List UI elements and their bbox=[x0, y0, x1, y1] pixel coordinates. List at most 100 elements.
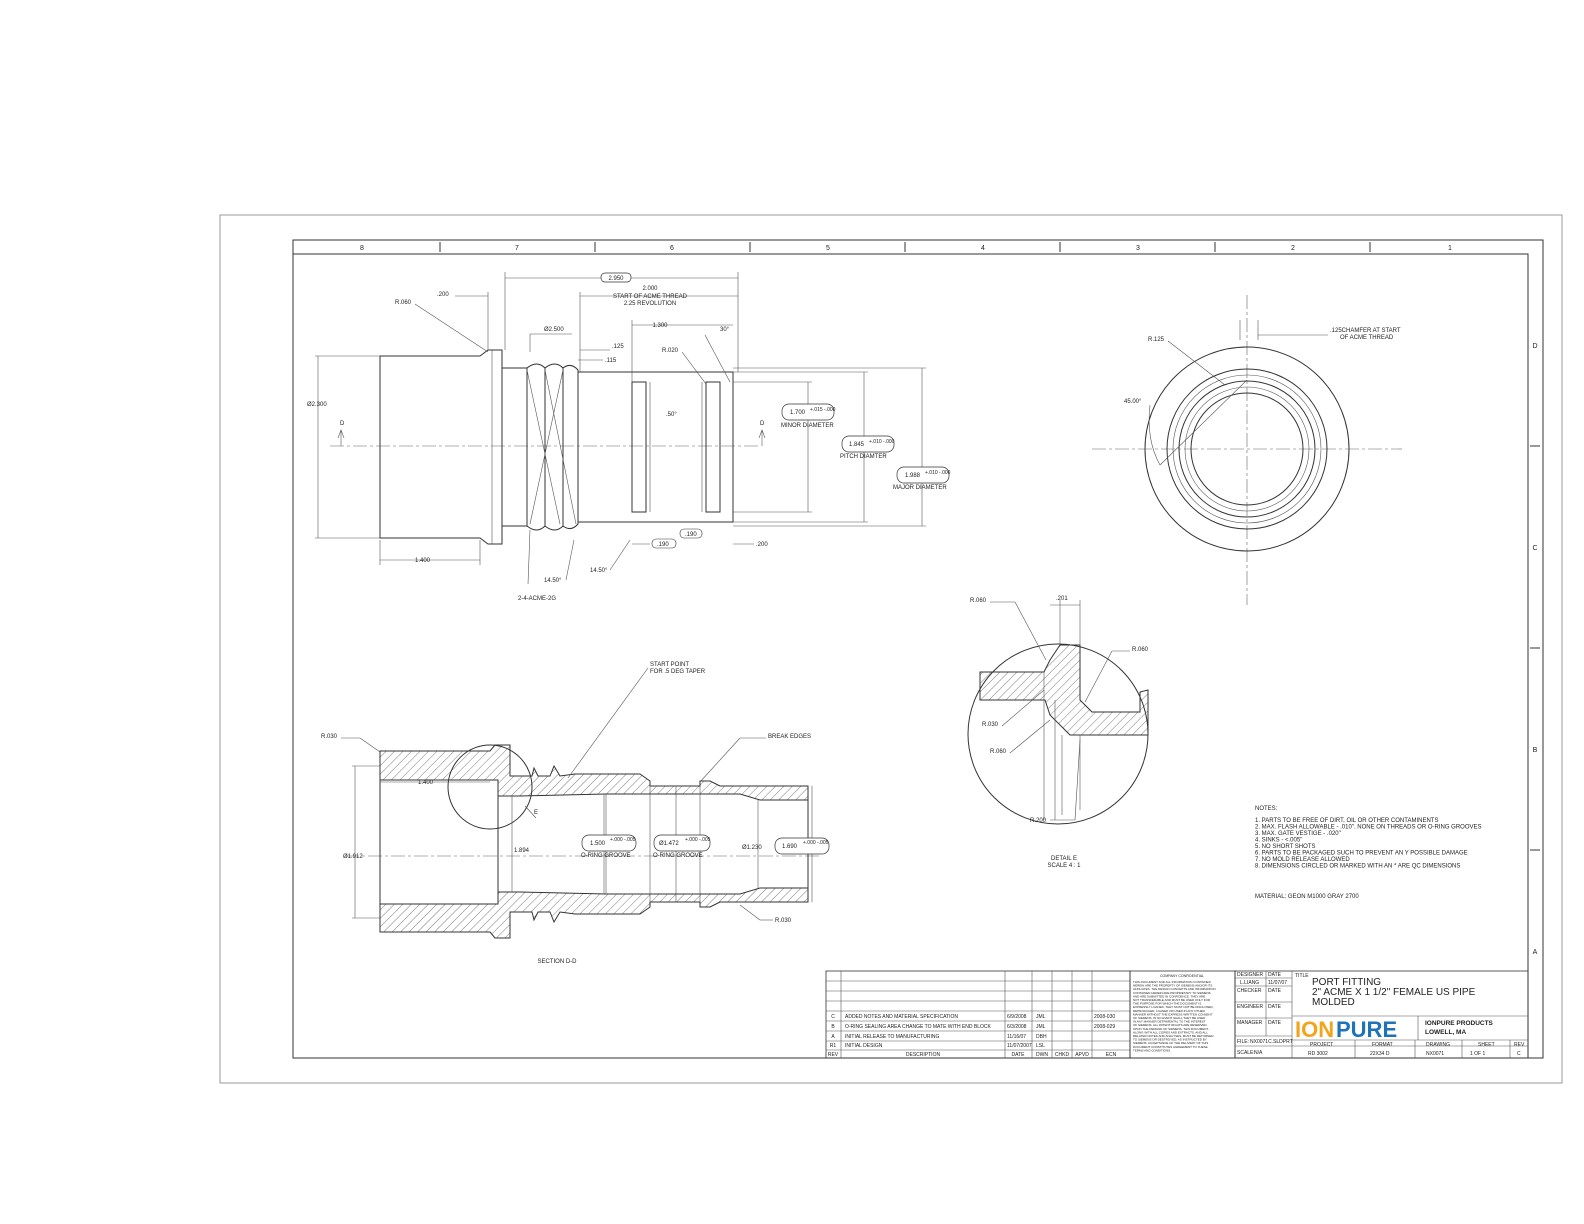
note-5: 5. NO SHORT SHOTS bbox=[1255, 844, 1315, 850]
rev-c-ecn: 2008-030 bbox=[1094, 1014, 1115, 1020]
confidential-line: THE PURPOSE FOR WHICH THE DOCUMENT IS bbox=[1133, 1002, 1201, 1006]
sec-dia-1912: Ø1.912 bbox=[343, 854, 363, 860]
sec-r030-b: R.030 bbox=[775, 918, 792, 924]
od-tol: +.000 -.005 bbox=[803, 840, 829, 846]
zone-3: 3 bbox=[1136, 245, 1140, 252]
tb-rev-lbl: REV bbox=[1514, 1042, 1525, 1048]
note-7: 7. NO MOLD RELEASE ALLOWED bbox=[1255, 857, 1350, 863]
dim-125: .125 bbox=[612, 344, 624, 350]
tb-sheet-lbl: SHEET bbox=[1478, 1042, 1495, 1048]
og2-tol: +.000 -.005 bbox=[685, 837, 711, 843]
tb-manager-lbl: MANAGER bbox=[1237, 1020, 1263, 1026]
tb-designer-date: 11/07/07 bbox=[1268, 980, 1287, 986]
end-angle: 45.00° bbox=[1124, 399, 1142, 405]
tb-drawing-lbl: DRAWING bbox=[1426, 1042, 1450, 1048]
dim-190-b: .190 bbox=[657, 542, 669, 548]
tb-company: IONPURE PRODUCTS bbox=[1425, 1020, 1494, 1027]
major-dia-tol: +.010 -.000 bbox=[925, 470, 951, 476]
rev-a-date: 11/16/07 bbox=[1007, 1034, 1026, 1040]
title-block: DESIGNER DATE L.LIANG 11/07/07 CHECKER D… bbox=[1234, 970, 1529, 1059]
sec-r030-a: R.030 bbox=[321, 734, 338, 740]
notes: NOTES: 1. PARTS TO BE FREE OF DIRT, OIL … bbox=[1255, 806, 1482, 900]
zone-6: 6 bbox=[670, 245, 674, 252]
rev-b-date: 6/3/2008 bbox=[1007, 1024, 1027, 1030]
sec-break-edges: BREAK EDGES bbox=[768, 734, 811, 740]
detail-r060-c: R.060 bbox=[990, 749, 1007, 755]
rev-c-desc: ADDED NOTES AND MATERIAL SPECIFICATION bbox=[845, 1014, 958, 1020]
rev-b: B bbox=[831, 1024, 835, 1030]
zone-5: 5 bbox=[826, 245, 830, 252]
dim-50: .50° bbox=[666, 412, 677, 418]
side-view: 2.950 2.000 START OF ACME THREAD 2.25 RE… bbox=[307, 272, 951, 602]
notes-heading: NOTES: bbox=[1255, 806, 1278, 812]
confidential-line: UPON THE DEMAND OF SIEMENS, THIS DOCUMEN… bbox=[1133, 1027, 1209, 1031]
tb-designer: L.LIANG bbox=[1240, 980, 1259, 986]
dim-acme-start: START OF ACME THREAD bbox=[613, 294, 688, 300]
tb-date-lbl-1: DATE bbox=[1268, 972, 1282, 978]
sec-1894: 1.894 bbox=[514, 848, 530, 854]
detail-e-title: DETAIL E bbox=[1051, 856, 1077, 862]
tb-title-1: PORT FITTING bbox=[1312, 977, 1381, 988]
rev-r1-dwn: LSL bbox=[1036, 1043, 1045, 1049]
od-value: 1.690 bbox=[782, 844, 798, 850]
rev-hdr-ecn: ECN bbox=[1106, 1052, 1117, 1058]
confidential-title: COMPANY CONFIDENTIAL bbox=[1160, 974, 1204, 978]
zone-8: 8 bbox=[360, 245, 364, 252]
confidential-line: CONTAINED HEREIN ARE PROPRIETARY TO SIEM… bbox=[1133, 991, 1211, 995]
zone-2: 2 bbox=[1291, 245, 1295, 252]
detail-e-scale: SCALE 4 : 1 bbox=[1047, 863, 1081, 869]
tb-title-2: 2" ACME X 1 1/2" FEMALE US PIPE bbox=[1312, 987, 1476, 998]
tb-city: LOWELL, MA bbox=[1425, 1029, 1466, 1036]
tb-project-lbl: PROJECT bbox=[1310, 1042, 1333, 1048]
rev-a: A bbox=[831, 1034, 835, 1040]
note-6: 6. PARTS TO BE PACKAGED SUCH TO PREVENT … bbox=[1255, 851, 1468, 857]
rev-r1-desc: INITIAL DESIGN bbox=[845, 1043, 883, 1049]
rev-b-ecn: 2008-029 bbox=[1094, 1024, 1115, 1030]
end-view: R.125 .125CHAMFER AT START OF ACME THREA… bbox=[1092, 295, 1402, 605]
dim-r060: R.060 bbox=[395, 300, 412, 306]
minor-dia-label: MINOR DIAMETER bbox=[781, 423, 834, 429]
tb-format: 22X34 D bbox=[1370, 1051, 1390, 1057]
dim-acme-rev: 2.25 REVOLUTION bbox=[624, 301, 676, 307]
tb-file-lbl: FILE: bbox=[1237, 1039, 1249, 1045]
confidential-line: AFFILIATES. THE DESIGN CONCEPTS AND INFO… bbox=[1133, 987, 1216, 991]
confidential-line: AND ARE SUBMITTED IN CONFIDENCE. THEY AR… bbox=[1133, 994, 1205, 998]
rev-hdr-rev: REV bbox=[828, 1052, 839, 1058]
confidential-line: HEREIN ARE THE PROPERTY OF SIEMENS AND/O… bbox=[1133, 984, 1212, 988]
dim-30deg: 30° bbox=[720, 327, 730, 333]
tb-title-3: MOLDED bbox=[1312, 997, 1355, 1008]
minor-dia-value: 1.700 bbox=[790, 410, 806, 416]
tb-date-lbl-2: DATE bbox=[1268, 988, 1282, 994]
rev-c-date: 6/9/2008 bbox=[1007, 1014, 1027, 1020]
confidential-line: IN ANY MANNER DETRIMENTAL TO THE INTERES… bbox=[1133, 1020, 1206, 1024]
sec-dia-1230: Ø1.230 bbox=[742, 845, 762, 851]
rev-a-desc: INITIAL RELEASE TO MANUFACTURING bbox=[845, 1034, 939, 1040]
detail-e: R.060 .201 R.060 R.030 R.060 R.200 DETAI… bbox=[967, 596, 1149, 869]
tb-scale: N/A bbox=[1254, 1050, 1263, 1056]
note-1: 1. PARTS TO BE FREE OF DIRT, OIL OR OTHE… bbox=[1255, 818, 1438, 824]
tb-format-lbl: FORMAT bbox=[1372, 1042, 1393, 1048]
rev-hdr-chkd: CHKD bbox=[1055, 1052, 1070, 1058]
major-dia-label: MAJOR DIAMETER bbox=[893, 485, 947, 491]
rev-a-dwn: DBH bbox=[1036, 1034, 1047, 1040]
tb-designer-lbl: DESIGNER bbox=[1237, 972, 1264, 978]
tb-engineer-lbl: ENGINEER bbox=[1237, 1004, 1264, 1010]
detail-r200: R.200 bbox=[1030, 818, 1047, 824]
rev-c-dwn: JML bbox=[1036, 1014, 1046, 1020]
pitch-dia-tol: +.010 -.000 bbox=[869, 439, 895, 445]
material: MATERIAL: GEON M1000 GRAY 2700 bbox=[1255, 894, 1359, 900]
sec-1400: 1.400 bbox=[418, 780, 434, 786]
dim-1400: 1.400 bbox=[415, 558, 431, 564]
zone-C: C bbox=[1532, 545, 1537, 552]
sec-start-point-2: FOR .5 DEG TAPER bbox=[650, 669, 706, 675]
rev-b-desc: O-RING SEALING AREA CHANGE TO MATE WITH … bbox=[845, 1024, 992, 1030]
og1-label: O-RING GROOVE bbox=[581, 853, 631, 859]
dim-190-a: .190 bbox=[685, 532, 697, 538]
sheet-outline bbox=[219, 214, 1563, 1084]
dim-200-top: .200 bbox=[437, 292, 449, 298]
confidential-line: TERMS AND CONDITIONS. bbox=[1133, 1048, 1171, 1052]
rev-r1-date: 11/07/2007 bbox=[1007, 1043, 1032, 1049]
zone-numbers: 8 7 6 5 4 3 2 1 D C B A bbox=[360, 242, 1540, 956]
section-d-right: D bbox=[760, 421, 765, 427]
rev-hdr-apvd: APVD bbox=[1075, 1052, 1089, 1058]
